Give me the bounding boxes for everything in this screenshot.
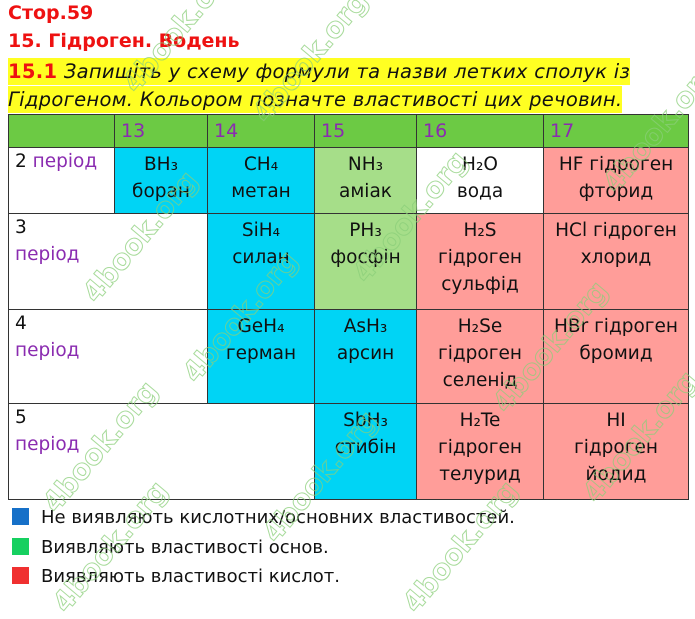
formula: GeH₄ — [237, 316, 285, 337]
compound-name: селенід — [442, 370, 518, 391]
compound-name: силан — [232, 247, 290, 268]
compound-name: гідроген — [438, 247, 522, 268]
compound-name: сульфід — [441, 274, 519, 295]
group-header: 15 — [314, 114, 417, 148]
period-word: період — [15, 244, 80, 265]
compound-name: гідроген — [438, 437, 522, 458]
period-label: 4 період — [8, 309, 208, 404]
corner-cell — [8, 114, 115, 148]
formula: HCl гідроген — [555, 220, 677, 241]
compound-name: аміак — [339, 181, 392, 202]
formula: SbH₃ — [343, 410, 388, 431]
formula: SiH₄ — [241, 220, 281, 241]
formula: H₂Te — [459, 410, 501, 431]
compound-name: герман — [225, 343, 297, 364]
blue-swatch-icon — [12, 508, 29, 525]
formula: BH₃ — [143, 154, 179, 175]
formula: AsH₃ — [343, 316, 388, 337]
legend-item-basic: Виявляють властивості основ. — [12, 535, 329, 561]
table-row-period-5: 5 період SbH₃ стибін H₂Te гідроген телурид H… — [8, 403, 689, 500]
legend-label: Не виявляють кислотних/основних властиво… — [41, 507, 515, 528]
compound-cell: PH₃ фосфін — [314, 213, 417, 310]
group-13: 13 — [121, 120, 146, 142]
compound-cell: HI гідроген йодид — [543, 403, 689, 500]
table-row-period-4: 4 період GeH₄ герман AsH₃ арсин H₂Se гідроге… — [8, 309, 689, 404]
compound-name: арсин — [336, 343, 395, 364]
compound-name: хлорид — [580, 247, 652, 268]
compound-name: бромид — [579, 343, 653, 364]
period-label: 2 період — [8, 147, 115, 214]
compound-cell: H₂Se гідроген селенід — [416, 309, 544, 404]
compound-name: стибін — [334, 437, 397, 458]
period-word: період — [32, 151, 98, 172]
group-header: 14 — [207, 114, 315, 148]
compound-cell: SiH₄ силан — [207, 213, 315, 310]
period-number: 3 — [15, 217, 27, 238]
red-swatch-icon — [12, 567, 29, 584]
group-header: 16 — [416, 114, 544, 148]
compound-cell: H₂O вода — [416, 147, 544, 214]
compound-cell: GeH₄ герман — [207, 309, 315, 404]
compound-cell: H₂S гідроген сульфід — [416, 213, 544, 310]
period-number: 5 — [15, 407, 27, 428]
table-row-period-2: 2 період BH₃ боран CH₄ метан NH₃ аміак H₂O в… — [8, 147, 689, 214]
group-16: 16 — [423, 120, 448, 142]
compound-name: гідроген — [574, 437, 658, 458]
group-header: 13 — [114, 114, 208, 148]
formula: NH₃ — [347, 154, 384, 175]
compound-cell: HCl гідроген хлорид — [543, 213, 689, 310]
period-number: 4 — [15, 313, 27, 334]
compound-name: телурид — [439, 464, 521, 485]
compound-name: метан — [231, 181, 291, 202]
green-swatch-icon — [12, 538, 29, 555]
task-text-2: Гідрогеном. Кольором позначте властивост… — [8, 88, 623, 111]
legend-label: Виявляють властивості кислот. — [41, 566, 340, 587]
legend-label: Виявляють властивості основ. — [41, 537, 329, 558]
formula: HBr гідроген — [554, 316, 678, 337]
formula: CH₄ — [243, 154, 279, 175]
formula: HF гідроген — [558, 154, 674, 175]
compound-cell: NH₃ аміак — [314, 147, 417, 214]
period-number: 2 — [15, 151, 27, 172]
compound-cell: AsH₃ арсин — [314, 309, 417, 404]
compound-cell: CH₄ метан — [207, 147, 315, 214]
group-14: 14 — [214, 120, 239, 142]
group-header-row: 13 14 15 16 17 — [8, 114, 689, 148]
compound-name: вода — [456, 181, 504, 202]
task-statement-line-1: 15.1 Запишіть у схему формули та назви л… — [8, 58, 631, 85]
formula: H₂Se — [457, 316, 503, 337]
formula: PH₃ — [349, 220, 382, 241]
topic-title: 15. Гідроген. Водень — [8, 30, 240, 52]
task-number: 15.1 — [8, 60, 58, 83]
legend-item-acidic: Виявляють властивості кислот. — [12, 564, 340, 590]
compound-cell: HF гідроген фторид — [543, 147, 689, 214]
group-17: 17 — [550, 120, 575, 142]
compound-cell: HBr гідроген бромид — [543, 309, 689, 404]
period-word: період — [15, 340, 80, 361]
compound-name: боран — [132, 181, 190, 202]
task-text-1: Запишіть у схему формули та назви летких… — [63, 60, 631, 83]
table-row-period-3: 3 період SiH₄ силан PH₃ фосфін H₂S гідроген с… — [8, 213, 689, 310]
compound-cell: H₂Te гідроген телурид — [416, 403, 544, 500]
compound-name: фосфін — [330, 247, 401, 268]
compound-cell: SbH₃ стибін — [314, 403, 417, 500]
compound-name: гідроген — [438, 343, 522, 364]
formula: HI — [606, 410, 626, 431]
period-label: 5 період — [8, 403, 315, 500]
hydrogen-compounds-table: 13 14 15 16 17 2 період BH₃ боран CH₄ мета… — [8, 114, 689, 500]
compound-name: фторид — [578, 181, 654, 202]
group-header: 17 — [543, 114, 689, 148]
group-15: 15 — [321, 120, 346, 142]
period-word: період — [15, 434, 80, 455]
task-statement-line-2: Гідрогеном. Кольором позначте властивост… — [8, 86, 623, 113]
compound-name: йодид — [585, 464, 647, 485]
formula: H₂O — [462, 154, 498, 175]
page-number: Стор.59 — [8, 2, 94, 24]
compound-cell: BH₃ боран — [114, 147, 208, 214]
period-label: 3 період — [8, 213, 208, 310]
legend-item-neutral: Не виявляють кислотних/основних властиво… — [12, 505, 515, 531]
formula: H₂S — [463, 220, 497, 241]
